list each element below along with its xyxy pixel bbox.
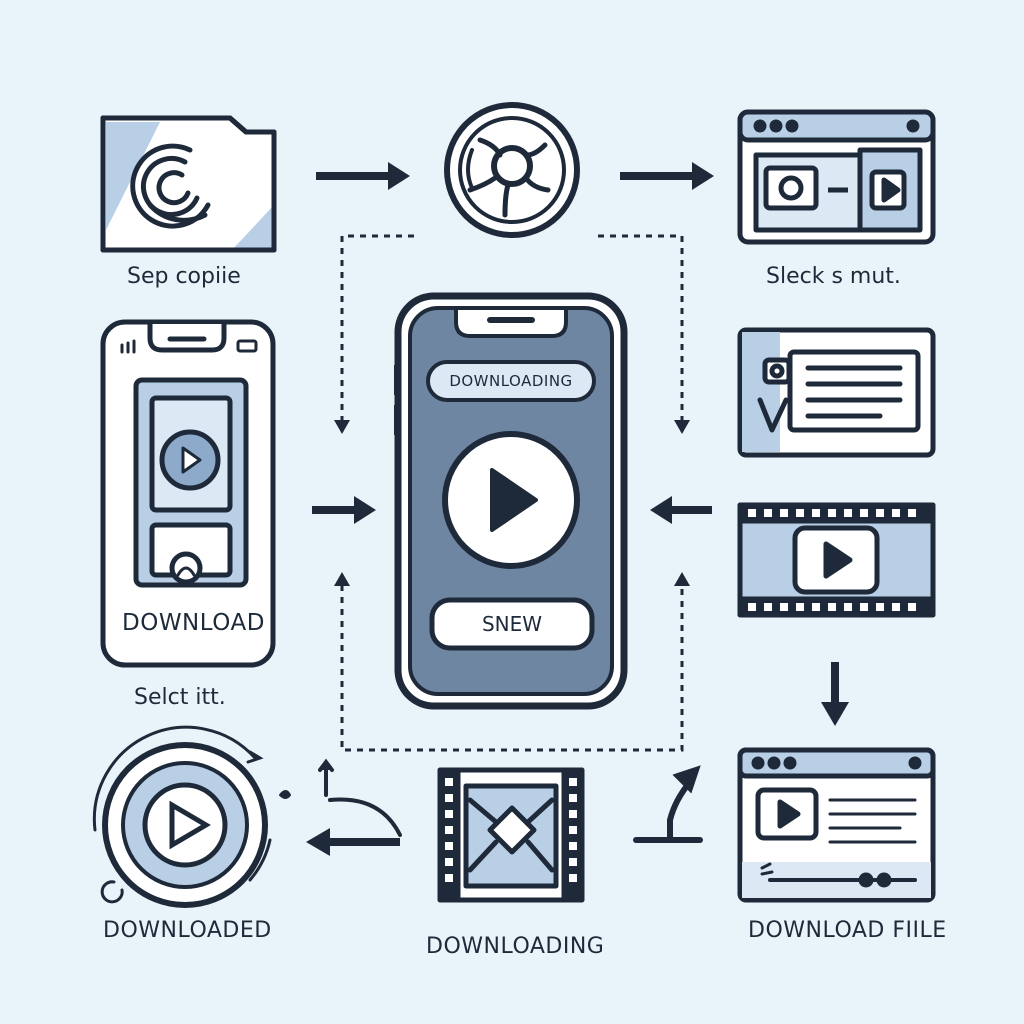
arrow-left-2 xyxy=(306,828,400,856)
label-bottom-center: Downloading xyxy=(426,934,605,959)
arrow-right-3 xyxy=(312,496,376,524)
circular-play-icon xyxy=(92,725,292,908)
phone-video-icon xyxy=(100,319,276,668)
action-button-label: Snew xyxy=(481,612,543,636)
status-pill-label: Downloading xyxy=(449,372,573,390)
fingerprint-folder-icon xyxy=(100,115,277,253)
label-bottom-left: Downloaded xyxy=(103,918,272,943)
label-top-right: Sleck s mut. xyxy=(766,264,901,289)
arrow-curve-left xyxy=(318,758,402,837)
center-phone-icon xyxy=(394,292,628,710)
film-strip-icon xyxy=(737,502,936,618)
web-player-icon xyxy=(737,747,936,903)
label-left-select: Selct itt. xyxy=(134,685,226,710)
arrow-down-1 xyxy=(821,662,849,726)
play-button-icon xyxy=(442,431,580,569)
arrow-curve-up xyxy=(633,765,703,843)
label-top-left: Sep copiie xyxy=(127,264,241,289)
label-left-phone-caption: Download xyxy=(122,610,265,636)
arrow-left-1 xyxy=(650,496,712,524)
arrow-right-2 xyxy=(620,162,714,190)
dashed-flow-lines xyxy=(340,234,684,752)
filmstrip-download-icon xyxy=(437,767,585,903)
label-bottom-right: Download fiile xyxy=(748,918,947,943)
film-reel-icon xyxy=(444,102,580,238)
arrow-right-1 xyxy=(316,162,410,190)
dashed-arrowheads xyxy=(334,420,690,586)
browser-video-icon xyxy=(737,109,936,245)
link-card-icon xyxy=(737,327,936,458)
